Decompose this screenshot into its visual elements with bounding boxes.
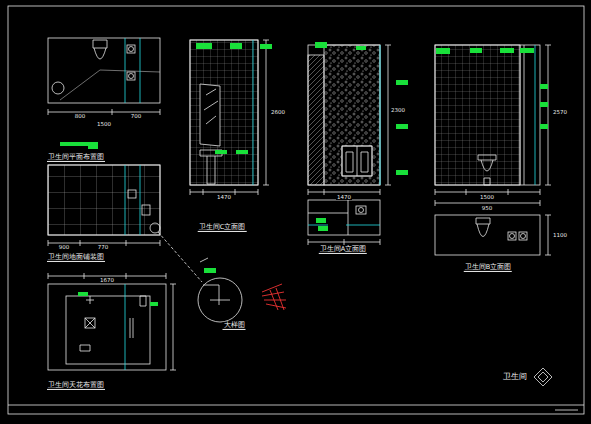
dimension: 2300	[390, 107, 406, 113]
dimension: 2600	[270, 109, 286, 115]
dimension: 1470	[336, 194, 352, 200]
dimension: 1500	[479, 194, 495, 200]
sheet-title: 卫生间	[502, 373, 528, 382]
view-caption: 大样图	[223, 322, 246, 330]
dimension: 1670	[99, 277, 115, 283]
dimension: 700	[130, 113, 143, 119]
dimension: 1500	[96, 121, 112, 127]
dimension: 770	[97, 244, 110, 250]
view-caption: 卫生间天花布置图	[47, 382, 105, 390]
view-caption: 卫生间地面铺装图	[47, 254, 105, 262]
view-caption: 卫生间C立面图	[198, 224, 247, 232]
view-caption: 卫生间B立面图	[464, 264, 512, 272]
dimension: 800	[74, 113, 87, 119]
view-caption: 卫生间A立面图	[319, 246, 367, 254]
dimension: 950	[481, 205, 494, 211]
dimension: 900	[58, 244, 71, 250]
dimension: 1470	[216, 194, 232, 200]
dimension: 2570	[552, 109, 568, 115]
view-caption: 卫生间平面布置图	[47, 154, 105, 162]
dimension: 1100	[552, 232, 568, 238]
